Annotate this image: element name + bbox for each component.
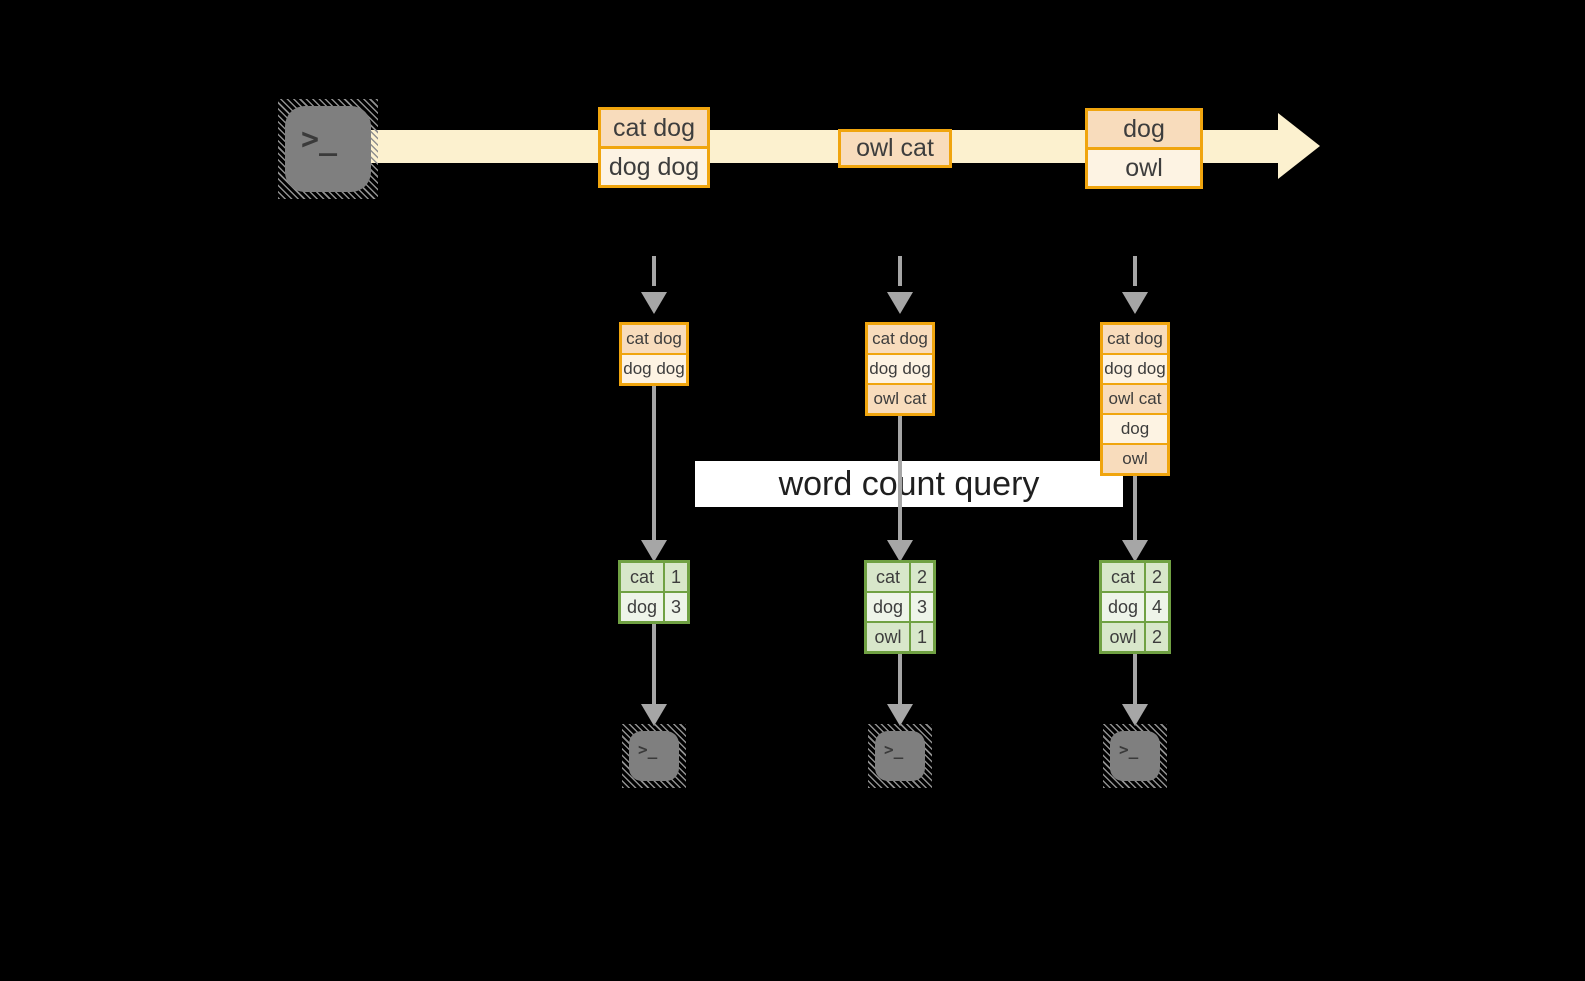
stream-event-cell: cat dog	[601, 110, 707, 146]
table-row: dog 4	[1102, 591, 1168, 621]
producer-terminal-icon: >_	[278, 99, 378, 199]
count-cell: 1	[909, 623, 933, 651]
stream-event-box-1: cat dog dog dog	[598, 107, 710, 188]
word-cell: dog	[626, 597, 658, 617]
query-label: word count query	[695, 461, 1123, 507]
buffer-cell: dog	[1103, 413, 1167, 443]
word-count-table-1: cat 1 dog 3	[618, 560, 690, 624]
count-cell: 2	[1144, 623, 1168, 651]
table-row: dog 3	[867, 591, 933, 621]
connector-line	[898, 416, 902, 540]
count-cell: 3	[909, 593, 933, 621]
word-cell: owl	[1109, 627, 1137, 647]
word-cell: cat	[1110, 567, 1135, 587]
dashed-arrow-line	[652, 256, 656, 286]
word-cell: owl	[874, 627, 902, 647]
word-cell: dog	[872, 597, 904, 617]
count-cell: 2	[909, 563, 933, 591]
connector-arrowhead-icon	[641, 704, 667, 726]
connector-arrowhead-icon	[1122, 704, 1148, 726]
stream-event-cell: dog	[1088, 111, 1200, 147]
stream-event-box-2: owl cat	[838, 129, 952, 168]
count-cell: 4	[1144, 593, 1168, 621]
buffer-cell: dog dog	[622, 353, 686, 383]
connector-line	[898, 654, 902, 704]
connector-arrowhead-icon	[887, 540, 913, 562]
buffer-cell: dog dog	[868, 353, 932, 383]
dashed-arrowhead-icon	[641, 292, 667, 314]
terminal-prompt-glyph: >_	[1110, 731, 1160, 781]
word-count-table-2: cat 2 dog 3 owl 1	[864, 560, 936, 654]
terminal-prompt-glyph: >_	[629, 731, 679, 781]
stream-event-cell: dog dog	[601, 146, 707, 185]
dashed-arrowhead-icon	[1122, 292, 1148, 314]
buffer-stack-1: cat dog dog dog	[619, 322, 689, 386]
table-row: owl 2	[1102, 621, 1168, 651]
connector-line	[652, 386, 656, 540]
consumer-terminal-icon-1: >_	[622, 724, 686, 788]
connector-arrowhead-icon	[887, 704, 913, 726]
word-count-table-3: cat 2 dog 4 owl 2	[1099, 560, 1171, 654]
buffer-cell: cat dog	[1103, 325, 1167, 353]
table-row: cat 2	[1102, 563, 1168, 591]
connector-arrowhead-icon	[1122, 540, 1148, 562]
table-row: owl 1	[867, 621, 933, 651]
terminal-prompt-glyph: >_	[875, 731, 925, 781]
dashed-arrow-line	[1133, 256, 1137, 286]
table-row: cat 2	[867, 563, 933, 591]
count-cell: 2	[1144, 563, 1168, 591]
word-cell: dog	[1107, 597, 1139, 617]
connector-line	[1133, 654, 1137, 704]
count-cell: 3	[663, 593, 687, 621]
stream-arrowhead-icon	[1278, 113, 1320, 179]
word-cell: cat	[875, 567, 900, 587]
buffer-cell: dog dog	[1103, 353, 1167, 383]
word-cell: cat	[629, 567, 654, 587]
consumer-terminal-icon-2: >_	[868, 724, 932, 788]
stream-event-cell: owl	[1088, 147, 1200, 186]
connector-line	[1133, 476, 1137, 540]
buffer-cell: owl	[1103, 443, 1167, 473]
terminal-prompt-glyph: >_	[285, 106, 371, 192]
buffer-stack-3: cat dog dog dog owl cat dog owl	[1100, 322, 1170, 476]
buffer-cell: cat dog	[868, 325, 932, 353]
stream-event-cell: owl cat	[841, 132, 949, 165]
dashed-arrow-line	[898, 256, 902, 286]
dashed-arrowhead-icon	[887, 292, 913, 314]
connector-line	[652, 624, 656, 704]
count-cell: 1	[663, 563, 687, 591]
connector-arrowhead-icon	[641, 540, 667, 562]
buffer-cell: owl cat	[1103, 383, 1167, 413]
consumer-terminal-icon-3: >_	[1103, 724, 1167, 788]
stream-event-box-3: dog owl	[1085, 108, 1203, 189]
table-row: dog 3	[621, 591, 687, 621]
table-row: cat 1	[621, 563, 687, 591]
buffer-stack-2: cat dog dog dog owl cat	[865, 322, 935, 416]
buffer-cell: owl cat	[868, 383, 932, 413]
buffer-cell: cat dog	[622, 325, 686, 353]
